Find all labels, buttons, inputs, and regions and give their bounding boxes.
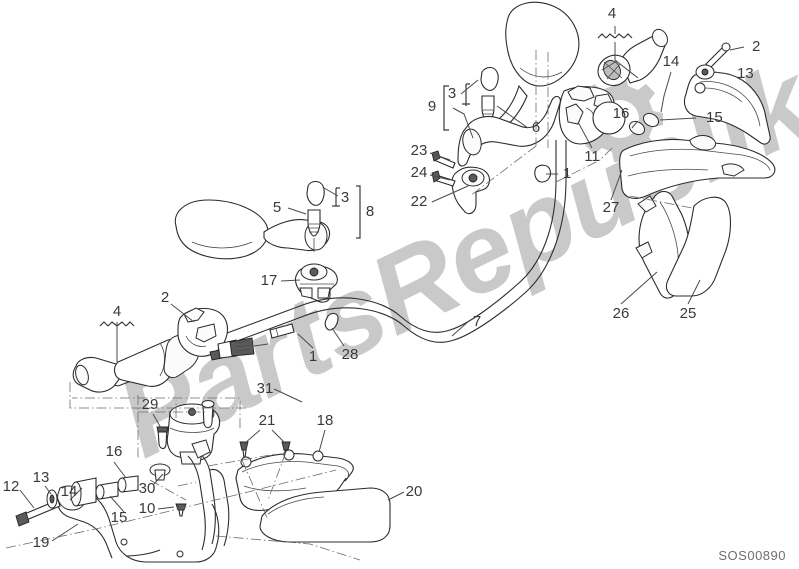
callout-18: 18 xyxy=(317,412,334,429)
callout-4-right: 4 xyxy=(608,5,616,22)
part-bush-16 xyxy=(117,475,139,493)
callout-10: 10 xyxy=(139,500,156,517)
bracket-3-right xyxy=(462,83,470,106)
callout-labels: 4 2 13 14 3 9 16 15 6 11 23 1 24 22 27 5… xyxy=(3,5,761,551)
part-right-mirror-stem xyxy=(431,66,561,215)
callout-12-top: 2 xyxy=(752,38,760,55)
drawing-code: SOS00890 xyxy=(718,548,786,563)
callout-3-right: 3 xyxy=(448,85,456,102)
part-left-guard-cover-20 xyxy=(259,487,391,543)
callout-1-right: 1 xyxy=(563,165,571,182)
part-clamp-1-left xyxy=(269,323,295,339)
callout-31: 31 xyxy=(257,380,274,397)
part-bush-15 xyxy=(95,481,119,500)
callout-brackets xyxy=(99,33,633,327)
callout-12-left: 12 xyxy=(3,478,20,495)
part-bolt-23 xyxy=(431,150,456,169)
part-left-mirror-cap xyxy=(306,180,325,252)
callout-4-left: 4 xyxy=(113,303,121,320)
exploded-parts-artwork xyxy=(5,1,776,563)
part-left-guard-arm xyxy=(187,439,230,551)
callout-15-right: 15 xyxy=(706,109,723,126)
callout-27: 27 xyxy=(603,199,620,216)
callout-16-left: 16 xyxy=(106,443,123,460)
callout-14-top: 14 xyxy=(663,53,680,70)
leader-lines xyxy=(19,26,745,542)
callout-13-top: 13 xyxy=(737,65,754,82)
callout-22: 22 xyxy=(411,193,428,210)
part-screw-31 xyxy=(201,400,215,429)
bracket-8 xyxy=(356,185,361,239)
part-grommet-30 xyxy=(149,463,171,481)
callout-28: 28 xyxy=(342,346,359,363)
callout-5: 5 xyxy=(273,199,281,216)
callout-16-right: 16 xyxy=(613,105,630,122)
callout-3-left: 3 xyxy=(341,189,349,206)
part-right-hand-guard xyxy=(619,135,776,199)
callout-1-left: 1 xyxy=(309,348,317,365)
callout-20: 20 xyxy=(406,483,423,500)
part-right-guard-bracket xyxy=(592,42,771,145)
callout-24: 24 xyxy=(411,164,428,181)
part-washer-13 xyxy=(46,489,58,509)
callout-17: 17 xyxy=(261,272,278,289)
callout-29: 29 xyxy=(142,396,159,413)
callout-26: 26 xyxy=(613,305,630,322)
part-reservoir xyxy=(149,400,221,517)
callout-11: 11 xyxy=(584,148,600,165)
callout-8: 8 xyxy=(366,203,374,220)
callout-19: 19 xyxy=(33,534,50,551)
part-tie-28 xyxy=(324,313,339,331)
callout-6: 6 xyxy=(532,119,540,136)
part-screw-10 xyxy=(175,503,187,517)
bracket-9 xyxy=(443,85,449,131)
callout-21: 21 xyxy=(259,412,276,429)
part-switch-connector xyxy=(217,337,269,359)
callout-2: 2 xyxy=(161,289,169,306)
part-guard-25 xyxy=(665,196,732,297)
construction-lines xyxy=(5,50,693,561)
callout-15-left: 15 xyxy=(111,509,128,526)
callout-25: 25 xyxy=(680,305,697,322)
callout-9: 9 xyxy=(428,98,436,115)
part-right-grip xyxy=(597,28,668,87)
callout-7: 7 xyxy=(473,313,481,330)
bracket-4-left xyxy=(99,321,135,327)
part-screw-21-a xyxy=(239,441,249,459)
part-left-hand-guard-18 xyxy=(235,441,354,512)
callout-14-left: 14 xyxy=(61,483,78,500)
part-screw-29 xyxy=(156,426,169,450)
bracket-3-left xyxy=(332,187,340,207)
bracket-4-right xyxy=(597,33,633,39)
callout-30: 30 xyxy=(139,480,156,497)
part-mirror-mount-17 xyxy=(294,263,338,303)
callout-23: 23 xyxy=(411,142,428,159)
callout-13-left: 13 xyxy=(33,469,50,486)
part-clamp-1-right xyxy=(534,164,552,183)
